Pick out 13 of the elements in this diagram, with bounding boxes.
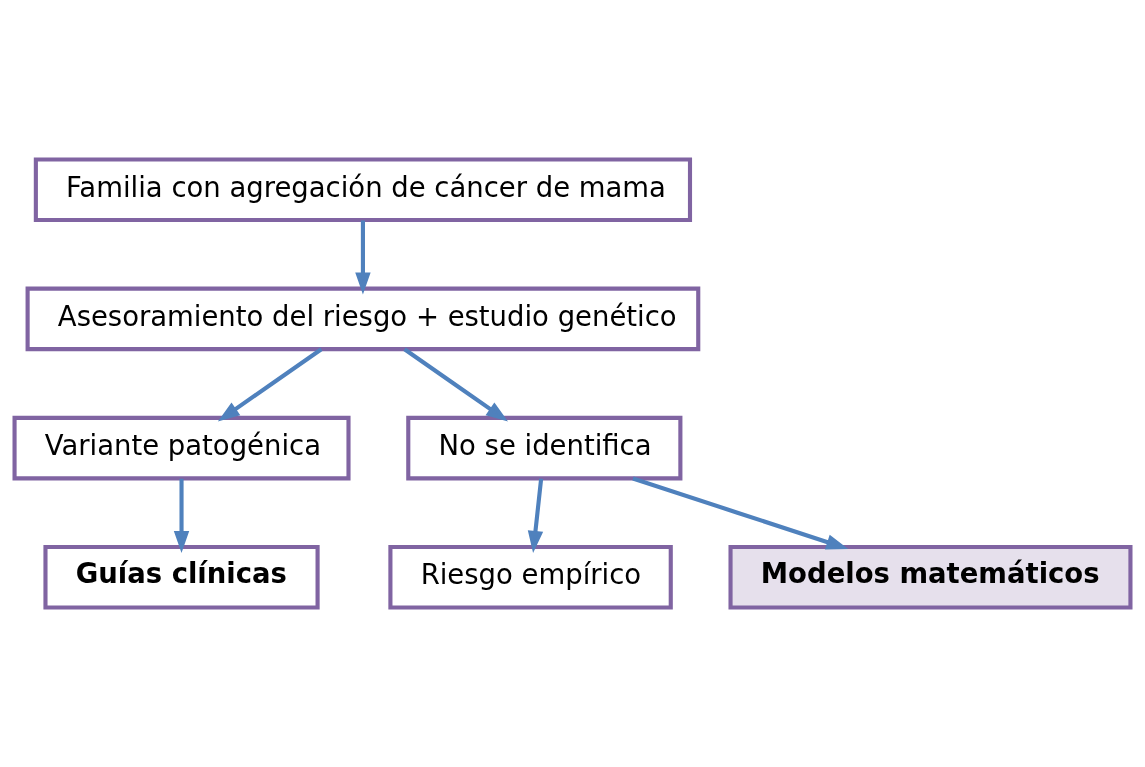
- node-box: No se identifica: [406, 415, 683, 481]
- arrow: [527, 478, 544, 553]
- node-box: Familia con agregación de cáncer de mama: [33, 157, 693, 222]
- node-box: Guías clínicas: [43, 545, 320, 610]
- arrow: [632, 476, 849, 550]
- arrow: [217, 347, 323, 422]
- node-box: Modelos matemáticos: [728, 545, 1133, 610]
- node-box: Asesoramiento del riesgo + estudio genético: [25, 286, 701, 352]
- arrow: [403, 347, 509, 422]
- node-box: Riesgo empírico: [388, 545, 673, 610]
- node-box: Variante patogénica: [12, 415, 351, 481]
- arrow: [173, 478, 190, 553]
- arrow: [355, 220, 371, 295]
